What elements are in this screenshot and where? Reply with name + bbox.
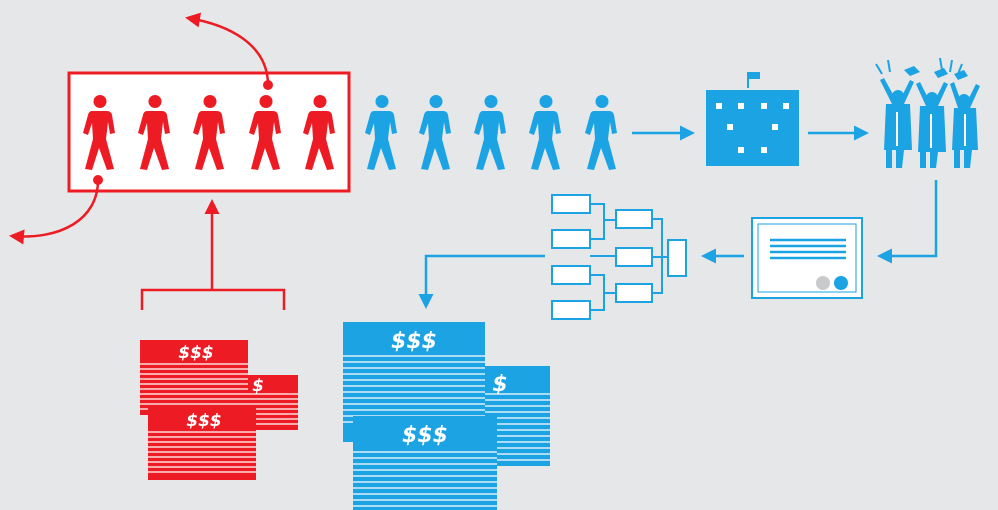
money-label: $$$	[186, 411, 222, 431]
blue-people-row	[365, 95, 617, 170]
red-money-stack: $$$	[148, 408, 256, 480]
money-label: $	[492, 372, 507, 397]
graduates-icon	[875, 57, 980, 168]
dropout-arrow-bottom	[9, 175, 103, 245]
blue-money-group: $ $$$ $$$	[343, 322, 550, 510]
school-building-icon	[706, 72, 799, 166]
arrow-to-blue-money	[418, 254, 545, 309]
money-label: $$$	[178, 343, 214, 363]
arrow-to-diploma	[877, 180, 938, 264]
blue-person-icon	[585, 95, 617, 170]
money-label: $$$	[402, 423, 448, 448]
red-money-stack: $$$	[140, 340, 248, 415]
money-label: $$$	[391, 329, 437, 354]
blue-person-icon	[529, 95, 561, 170]
blue-person-icon	[365, 95, 397, 170]
red-money-group: $ $$$ $$$	[140, 340, 298, 480]
blue-person-icon	[419, 95, 451, 170]
tournament-bracket-icon	[551, 194, 687, 320]
red-funding-arrow	[140, 199, 286, 310]
diploma-certificate-icon	[751, 217, 863, 299]
money-label: $	[252, 376, 264, 396]
dropout-arrow-top	[185, 12, 273, 90]
blue-money-stack: $$$	[353, 416, 497, 510]
blue-person-icon	[474, 95, 506, 170]
